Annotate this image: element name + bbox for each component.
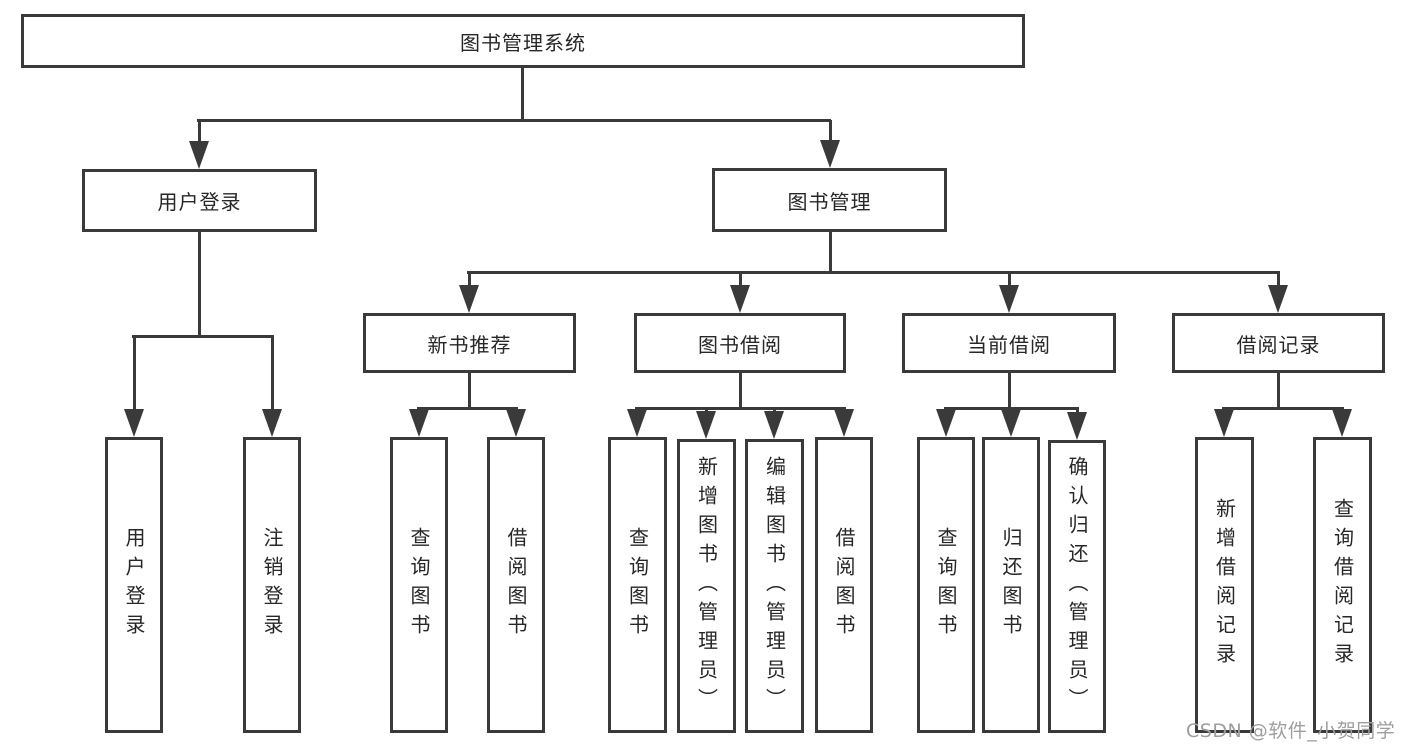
- connector-line-v: [197, 120, 201, 147]
- arrow-down-icon: [764, 411, 784, 439]
- leaf-edit-book-admin-label: 编辑图书（管理员）: [762, 455, 787, 717]
- connector-line-v: [1276, 373, 1280, 410]
- node-borrowing-records: 借阅记录: [1172, 313, 1385, 373]
- arrow-down-icon: [1332, 409, 1352, 437]
- leaf-borrow-books-recommend-label: 借阅图书: [504, 527, 528, 643]
- leaf-logout: 注销登录: [243, 437, 301, 733]
- leaf-borrow-books-borrowing: 借阅图书: [815, 437, 873, 733]
- leaf-add-borrow-record-label: 新增借阅记录: [1212, 498, 1237, 672]
- leaf-query-borrow-record: 查询借阅记录: [1313, 437, 1372, 733]
- connector-line-v: [738, 373, 742, 410]
- connector-line-h: [635, 407, 846, 410]
- arrow-down-icon: [1268, 285, 1288, 313]
- leaf-return-books-label: 归还图书: [999, 527, 1023, 643]
- arrow-down-icon: [730, 285, 750, 313]
- arrow-down-icon: [262, 409, 282, 437]
- connector-line-h: [417, 407, 518, 410]
- connector-line-v: [1007, 272, 1011, 291]
- node-book-management: 图书管理: [712, 168, 947, 232]
- leaf-add-borrow-record: 新增借阅记录: [1195, 437, 1254, 733]
- connector-line-v: [520, 68, 524, 122]
- connector-line-v: [1276, 272, 1280, 291]
- arrow-down-icon: [696, 411, 716, 439]
- arrow-down-icon: [1214, 409, 1234, 437]
- leaf-user-login: 用户登录: [105, 437, 163, 733]
- connector-line-v: [270, 336, 274, 415]
- connector-line-h: [132, 335, 274, 338]
- leaf-user-login-label: 用户登录: [122, 527, 146, 643]
- connector-line-v: [1007, 373, 1011, 410]
- node-new-book-recommend-label: 新书推荐: [427, 332, 512, 357]
- connector-line-h: [467, 271, 1280, 274]
- leaf-add-book-admin: 新增图书（管理员）: [677, 439, 736, 733]
- node-book-management-label: 图书管理: [787, 189, 872, 214]
- connector-line-v: [828, 232, 832, 274]
- connector-line-v: [828, 120, 832, 146]
- arrow-down-icon: [834, 409, 854, 437]
- watermark: CSDN @软件_小贺同学: [1186, 720, 1396, 742]
- node-borrowing-records-label: 借阅记录: [1236, 332, 1321, 357]
- leaf-add-book-admin-label: 新增图书（管理员）: [694, 455, 719, 717]
- node-current-borrowing-label: 当前借阅: [967, 332, 1051, 357]
- node-user-login-label: 用户登录: [157, 190, 242, 214]
- leaf-query-books-borrowing: 查询图书: [608, 437, 667, 733]
- leaf-query-borrow-record-label: 查询借阅记录: [1330, 498, 1355, 672]
- leaf-confirm-return-admin: 确认归还（管理员）: [1048, 440, 1106, 733]
- arrow-down-icon: [409, 409, 429, 437]
- node-user-login: 用户登录: [82, 169, 317, 232]
- leaf-query-books-recommend-label: 查询图书: [407, 527, 431, 643]
- leaf-confirm-return-admin-label: 确认归还（管理员）: [1065, 456, 1089, 717]
- connector-line-h: [197, 119, 831, 122]
- leaf-query-books-recommend: 查询图书: [390, 437, 448, 733]
- arrow-down-icon: [936, 409, 956, 437]
- arrow-down-icon: [189, 141, 209, 169]
- leaf-query-books-current: 查询图书: [917, 437, 975, 733]
- leaf-borrow-books-borrowing-label: 借阅图书: [832, 527, 856, 643]
- node-book-borrowing: 图书借阅: [634, 313, 846, 373]
- arrow-down-icon: [1067, 412, 1087, 440]
- node-new-book-recommend: 新书推荐: [363, 313, 576, 373]
- leaf-logout-label: 注销登录: [260, 527, 284, 643]
- leaf-query-books-borrowing-label: 查询图书: [625, 527, 650, 643]
- arrow-down-icon: [124, 409, 144, 437]
- leaf-edit-book-admin: 编辑图书（管理员）: [745, 439, 804, 733]
- connector-line-v: [197, 232, 201, 338]
- arrow-down-icon: [506, 409, 526, 437]
- leaf-return-books: 归还图书: [982, 437, 1040, 733]
- arrow-down-icon: [459, 285, 479, 313]
- connector-line-v: [738, 272, 742, 291]
- arrow-down-icon: [999, 285, 1019, 313]
- connector-line-v: [467, 272, 471, 291]
- connector-line-v: [467, 373, 471, 410]
- arrow-down-icon: [627, 409, 647, 437]
- arrow-down-icon: [1001, 409, 1021, 437]
- node-library-system-label: 图书管理系统: [460, 30, 586, 55]
- connector-line-v: [132, 336, 136, 415]
- node-current-borrowing: 当前借阅: [902, 313, 1116, 373]
- node-book-borrowing-label: 图书借阅: [698, 332, 782, 357]
- arrow-down-icon: [820, 140, 840, 168]
- leaf-borrow-books-recommend: 借阅图书: [487, 437, 545, 733]
- connector-line-h: [1222, 407, 1344, 410]
- node-library-system: 图书管理系统: [21, 14, 1025, 68]
- leaf-query-books-current-label: 查询图书: [934, 527, 958, 643]
